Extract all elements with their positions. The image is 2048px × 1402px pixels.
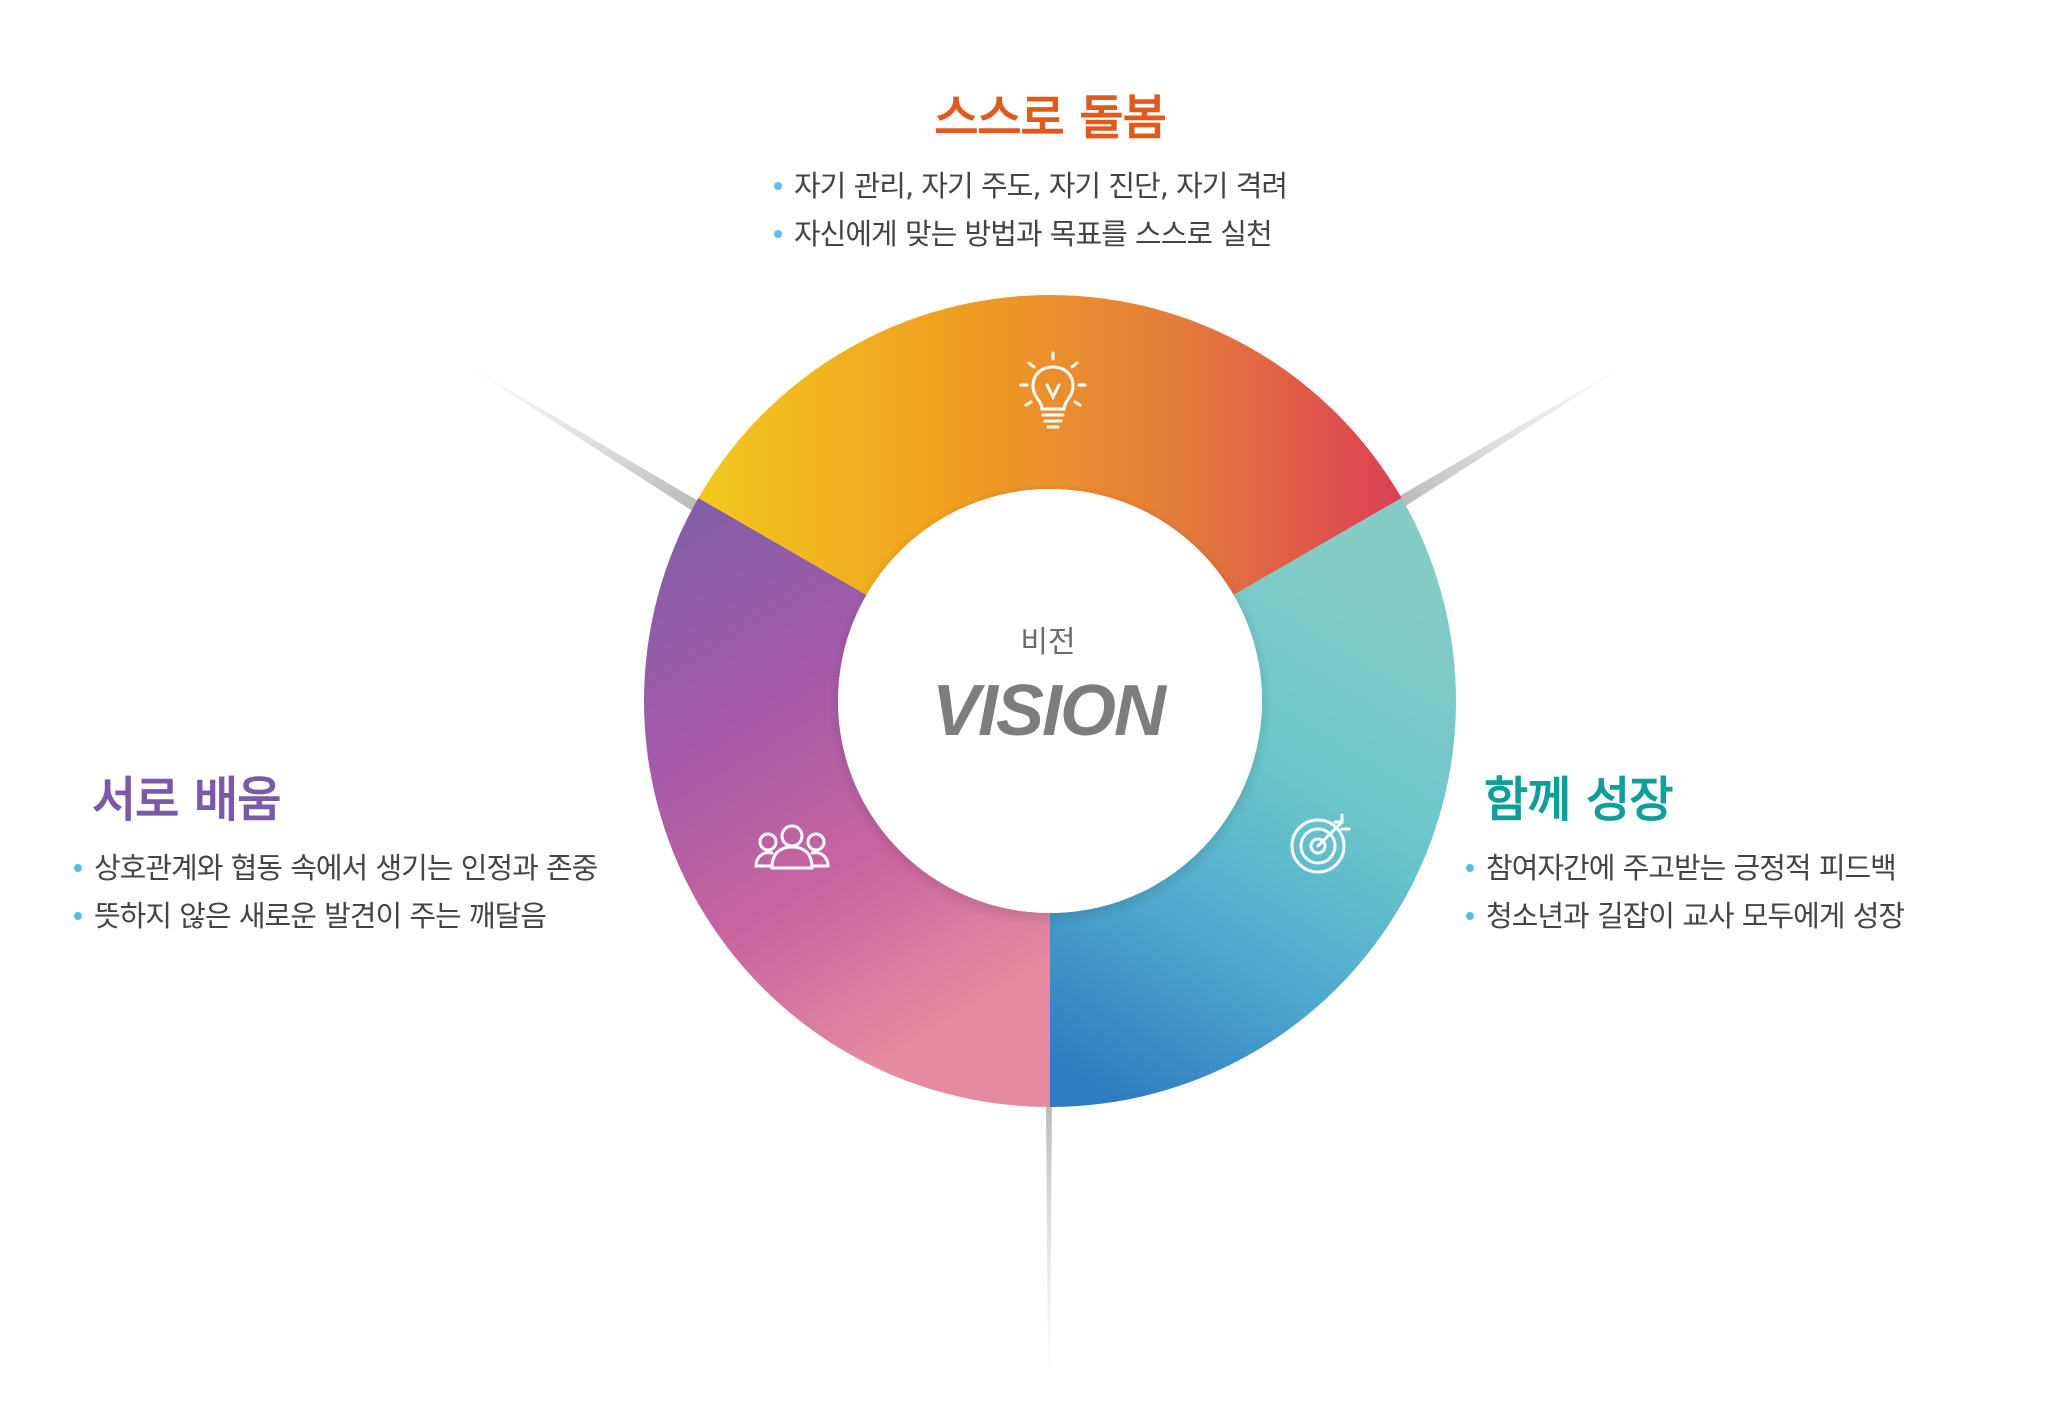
center-title: VISION bbox=[932, 671, 1168, 751]
mutual-learning-block: 서로 배움 상호관계와 협동 속에서 생기는 인정과 존중 뜻하지 않은 새로운… bbox=[74, 760, 674, 940]
mutual-learning-bullets: 상호관계와 협동 속에서 생기는 인정과 존중 뜻하지 않은 새로운 발견이 주… bbox=[74, 844, 674, 940]
divider-line-upper-left bbox=[452, 356, 700, 512]
list-item-text: 자기 관리, 자기 주도, 자기 진단, 자기 격려 bbox=[794, 169, 1288, 203]
self-care-block: 스스로 돌봄 자기 관리, 자기 주도, 자기 진단, 자기 격려 자신에게 맞… bbox=[774, 78, 1334, 258]
bullet-dot bbox=[74, 864, 82, 872]
vision-ring bbox=[644, 295, 1456, 1107]
list-item: 뜻하지 않은 새로운 발견이 주는 깨달음 bbox=[74, 892, 674, 940]
list-item: 참여자간에 주고받는 긍정적 피드백 bbox=[1466, 844, 2026, 892]
bullet-dot bbox=[774, 182, 782, 190]
list-item: 자기 관리, 자기 주도, 자기 진단, 자기 격려 bbox=[774, 162, 1334, 210]
lightbulb-icon bbox=[1019, 351, 1087, 429]
bullet-dot bbox=[774, 230, 782, 238]
self-care-bullets: 자기 관리, 자기 주도, 자기 진단, 자기 격려 자신에게 맞는 방법과 목… bbox=[774, 162, 1334, 258]
list-item-text: 청소년과 길잡이 교사 모두에게 성장 bbox=[1486, 899, 1905, 933]
self-care-heading: 스스로 돌봄 bbox=[934, 90, 1167, 146]
bullet-dot bbox=[1466, 912, 1474, 920]
list-item: 청소년과 길잡이 교사 모두에게 성장 bbox=[1466, 892, 2026, 940]
grow-together-block: 함께 성장 참여자간에 주고받는 긍정적 피드백 청소년과 길잡이 교사 모두에… bbox=[1466, 760, 2026, 940]
segment-mutual-learning bbox=[644, 498, 1050, 1107]
target-icon bbox=[1290, 813, 1351, 874]
center-subtitle: 비전 bbox=[1020, 625, 1075, 660]
mutual-learning-heading: 서로 배움 bbox=[92, 772, 281, 828]
center-circle bbox=[838, 489, 1262, 913]
list-item-text: 자신에게 맞는 방법과 목표를 스스로 실천 bbox=[794, 217, 1273, 251]
grow-together-bullets: 참여자간에 주고받는 긍정적 피드백 청소년과 길잡이 교사 모두에게 성장 bbox=[1466, 844, 2026, 940]
list-item: 상호관계와 협동 속에서 생기는 인정과 존중 bbox=[74, 844, 674, 892]
grow-together-heading: 함께 성장 bbox=[1484, 772, 1673, 828]
list-item-text: 뜻하지 않은 새로운 발견이 주는 깨달음 bbox=[94, 899, 547, 933]
bullet-dot bbox=[74, 912, 82, 920]
divider-line-bottom bbox=[1046, 1100, 1052, 1385]
list-item-text: 상호관계와 협동 속에서 생기는 인정과 존중 bbox=[94, 851, 598, 885]
divider-line-upper-right bbox=[1398, 356, 1640, 507]
people-group-icon bbox=[754, 824, 830, 870]
bullet-dot bbox=[1466, 864, 1474, 872]
segment-self-care bbox=[698, 295, 1402, 595]
segment-grow-together bbox=[1050, 498, 1456, 1107]
list-item-text: 참여자간에 주고받는 긍정적 피드백 bbox=[1486, 851, 1897, 885]
list-item: 자신에게 맞는 방법과 목표를 스스로 실천 bbox=[774, 210, 1334, 258]
